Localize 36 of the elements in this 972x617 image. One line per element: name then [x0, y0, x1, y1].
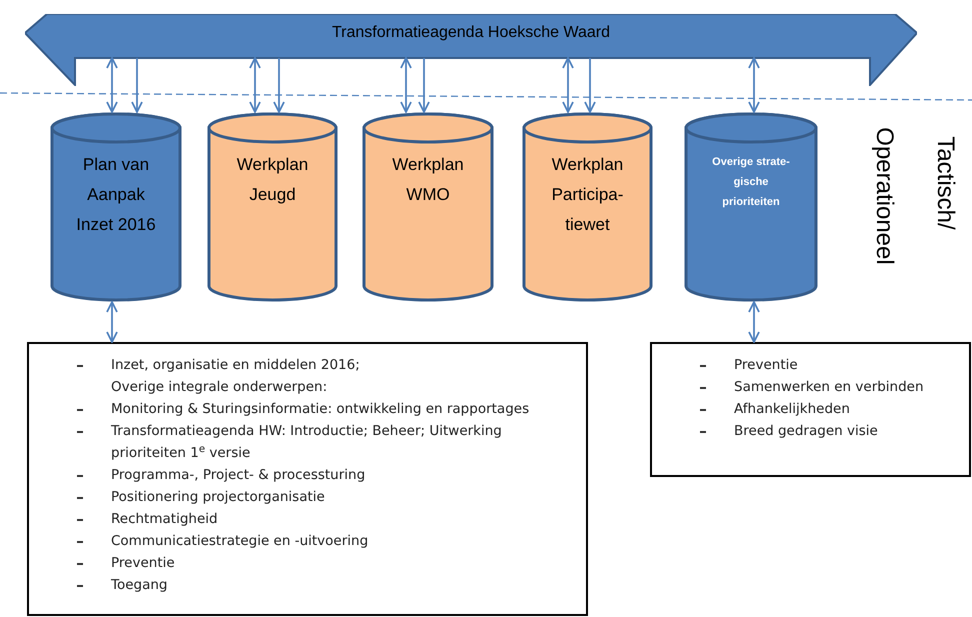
cylinder-label: Werkplan Participa-tiewet — [550, 154, 624, 236]
arrow — [418, 58, 430, 113]
arrow — [106, 301, 118, 343]
vertical-label: Tactisch/ — [931, 136, 959, 230]
list-item: Preventie — [111, 554, 176, 573]
arrow — [249, 57, 261, 113]
arrow — [400, 57, 412, 113]
text-box — [27, 342, 588, 616]
arrow — [748, 301, 760, 343]
list-item: Programma-, Project- & processturing — [111, 466, 366, 485]
list-item: Preventie — [734, 356, 799, 375]
list-item: Breed gedragen visie — [734, 422, 879, 441]
text-box — [650, 342, 971, 477]
list-item: Positionering projectorganisatie — [111, 488, 326, 507]
banner-title: Transformatieagenda Hoeksche Waard — [330, 23, 612, 43]
cylinder-label: Plan van Aanpak Inzet 2016 — [76, 154, 156, 236]
list-item: Toegang — [111, 576, 168, 595]
list-item: Afhankelijkheden — [734, 400, 851, 419]
list-item: Rechtmatigheid — [111, 510, 219, 529]
double-block-arrow — [25, 14, 917, 86]
arrow — [131, 58, 143, 113]
list-item: Communicatiestrategie en -uitvoering — [111, 532, 370, 551]
vertical-label: Operationeel — [870, 127, 898, 265]
arrow — [748, 57, 760, 113]
list-item: Samenwerken en verbinden — [734, 378, 925, 397]
list-item: Monitoring & Sturingsinformatie: ontwikkeling en rapportages — [111, 400, 530, 419]
list-item: Transformatieagenda HW: Introductie; Beheer; Uitwerking prioriteiten 1$^{e}$ versie — [111, 422, 503, 463]
arrow — [273, 58, 285, 113]
list-item: Inzet, organisatie en middelen 2016; — [111, 356, 361, 375]
list-item: Overige integrale onderwerpen: — [111, 378, 328, 397]
arrow — [562, 57, 574, 113]
arrow — [106, 57, 118, 113]
cylinder-label: Werkplan Jeugd — [236, 154, 310, 206]
arrow — [584, 58, 596, 113]
cylinder-label: Overige strate-gische prioriteiten — [711, 155, 791, 210]
cylinder-label: Werkplan WMO — [391, 154, 465, 206]
